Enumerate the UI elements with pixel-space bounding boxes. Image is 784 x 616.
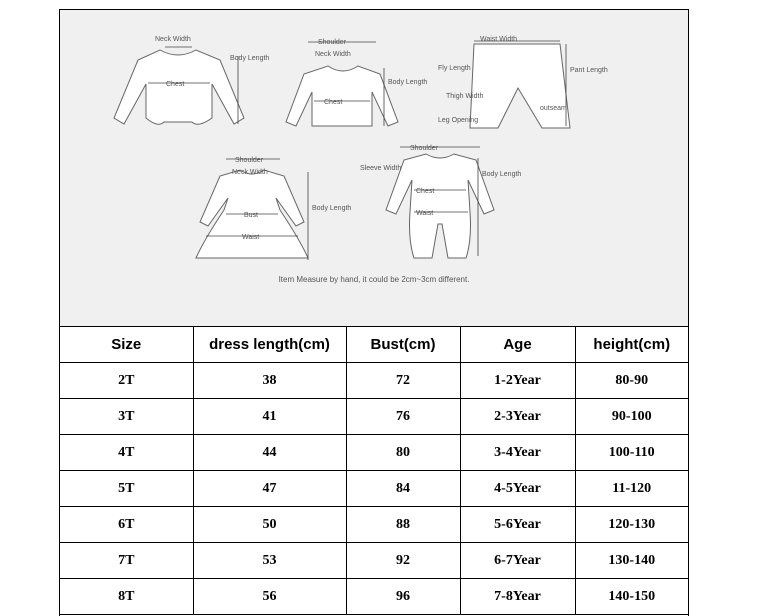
cell-dress-length: 41: [192, 398, 347, 435]
cell-height: 120-130: [574, 506, 688, 543]
header-size: Size: [60, 327, 194, 363]
cell-size: 6T: [60, 506, 194, 543]
cell-dress-length: 38: [192, 362, 347, 399]
body-length-label-5: Body Length: [482, 171, 521, 178]
cell-bust: 72: [345, 362, 461, 399]
bodysuit-illustration: Neck Width Body Length Chest: [113, 36, 269, 125]
cell-size: 2T: [60, 362, 194, 399]
cell-height: 80-90: [574, 362, 688, 399]
body-length-label-1: Body Length: [230, 55, 269, 62]
cell-dress-length: 56: [192, 578, 347, 615]
chest-label-1: Chest: [166, 81, 184, 88]
cell-size: 7T: [60, 542, 194, 579]
cell-dress-length: 44: [192, 434, 347, 471]
measurement-diagram: Neck Width Body Length Chest Shoulder Ne…: [60, 10, 688, 327]
cell-age: 6-7Year: [459, 542, 576, 579]
table-header-row: Size dress length(cm) Bust(cm) Age heigh…: [60, 327, 688, 363]
cell-bust: 76: [345, 398, 461, 435]
neck-width-label-2: Neck Width: [315, 51, 351, 58]
cell-size: 3T: [60, 398, 194, 435]
size-table: Size dress length(cm) Bust(cm) Age heigh…: [60, 327, 688, 615]
neck-width-label-4: Neck Width: [232, 169, 268, 176]
body-length-label-2: Body Length: [388, 79, 427, 86]
fly-length-label: Fly Length: [438, 65, 471, 72]
thigh-width-label: Thigh Width: [446, 93, 483, 100]
sleeve-width-label: Sleeve Width: [360, 165, 401, 172]
table-row: 8T 56 96 7-8Year 140-150: [60, 578, 688, 615]
bust-label: Bust: [244, 212, 258, 219]
cell-bust: 96: [345, 578, 461, 615]
size-chart-sheet: Neck Width Body Length Chest Shoulder Ne…: [59, 9, 689, 616]
cell-height: 11-120: [574, 470, 688, 507]
dress-illustration: Shoulder Neck Width Body Length Bust Wai…: [195, 157, 351, 260]
body-length-label-4: Body Length: [312, 205, 351, 212]
cell-bust: 80: [345, 434, 461, 471]
cell-age: 5-6Year: [459, 506, 576, 543]
header-age: Age: [459, 327, 576, 363]
cell-bust: 88: [345, 506, 461, 543]
waist-label-5: Waist: [416, 210, 433, 217]
chest-label-2: Chest: [324, 99, 342, 106]
waist-width-label: Waist Width: [480, 36, 517, 43]
pants-illustration: Waist Width Fly Length Pant Length Thigh…: [438, 36, 608, 129]
cell-dress-length: 53: [192, 542, 347, 579]
table-row: 2T 38 72 1-2Year 80-90: [60, 362, 688, 399]
header-height: height(cm): [574, 327, 688, 363]
cell-height: 140-150: [574, 578, 688, 615]
cell-age: 7-8Year: [459, 578, 576, 615]
measurement-note: Item Measure by hand, it could be 2cm~3c…: [278, 275, 470, 284]
cell-bust: 84: [345, 470, 461, 507]
cell-age: 2-3Year: [459, 398, 576, 435]
table-row: 4T 44 80 3-4Year 100-110: [60, 434, 688, 471]
cell-size: 5T: [60, 470, 194, 507]
cell-size: 8T: [60, 578, 194, 615]
garment-illustrations: Neck Width Body Length Chest Shoulder Ne…: [113, 36, 608, 260]
header-bust: Bust(cm): [345, 327, 461, 363]
cell-size: 4T: [60, 434, 194, 471]
pant-length-label: Pant Length: [570, 67, 608, 74]
cell-age: 3-4Year: [459, 434, 576, 471]
cell-age: 1-2Year: [459, 362, 576, 399]
header-dress-length: dress length(cm): [192, 327, 347, 363]
cell-height: 130-140: [574, 542, 688, 579]
table-row: 6T 50 88 5-6Year 120-130: [60, 506, 688, 543]
leg-opening-label: Leg Opening: [438, 117, 478, 124]
cell-height: 100-110: [574, 434, 688, 471]
cell-height: 90-100: [574, 398, 688, 435]
shoulder-label-4: Shoulder: [235, 157, 264, 164]
top-illustration: Shoulder Neck Width Body Length Chest: [285, 39, 427, 127]
cell-bust: 92: [345, 542, 461, 579]
table-row: 7T 53 92 6-7Year 130-140: [60, 542, 688, 579]
table-row: 5T 47 84 4-5Year 11-120: [60, 470, 688, 507]
romper-illustration: Shoulder Sleeve Width Body Length Chest …: [360, 145, 521, 259]
cell-dress-length: 47: [192, 470, 347, 507]
table-row: 3T 41 76 2-3Year 90-100: [60, 398, 688, 435]
outseam-label: outseam: [540, 105, 567, 112]
cell-dress-length: 50: [192, 506, 347, 543]
shoulder-label-5: Shoulder: [410, 145, 439, 152]
cell-age: 4-5Year: [459, 470, 576, 507]
waist-label-4: Waist: [242, 234, 259, 241]
chest-label-5: Chest: [416, 188, 434, 195]
neck-width-label-1: Neck Width: [155, 36, 191, 43]
shoulder-label-2: Shoulder: [318, 39, 347, 46]
